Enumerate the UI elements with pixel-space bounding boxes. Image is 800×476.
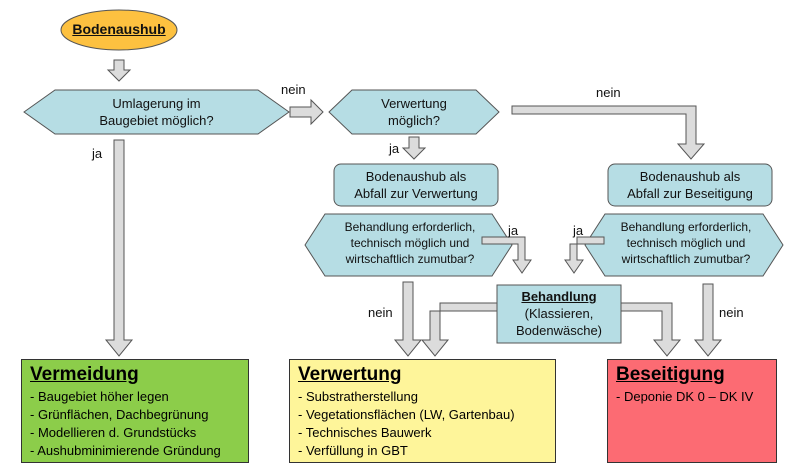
list-item: Substratherstellung: [298, 388, 547, 406]
label-nein-umlagerung: nein: [281, 82, 306, 97]
list-item: Technisches Bauwerk: [298, 424, 547, 442]
result-verwertung: Verwertung Substratherstellung Vegetatio…: [289, 359, 556, 463]
result-vermeidung: Vermeidung Baugebiet höher legen Grünflä…: [21, 359, 249, 463]
label-nein-behandlung-right: nein: [719, 305, 744, 320]
arrow-behandlung-to-beseitigung: [620, 302, 682, 357]
behandlung-line1: (Klassieren,: [524, 306, 594, 321]
decision-umlagerung: Umlagerung im Baugebiet möglich?: [55, 95, 258, 129]
list-item: Aushubminimierende Gründung: [30, 442, 240, 460]
process-beseitigung-shape: [607, 163, 773, 207]
decision-umlagerung-line1: Umlagerung im: [112, 96, 201, 111]
process-verwertung: Bodenaushub als Abfall zur Verwertung: [334, 168, 498, 202]
list-item: Modellieren d. Grundstücks: [30, 424, 240, 442]
arrow-umlagerung-to-verwertung: [289, 98, 324, 126]
decision-behandlung-right-line2: technisch möglich und: [626, 236, 746, 250]
decision-behandlung-left-line2: technisch möglich und: [350, 236, 470, 250]
process-beseitigung: Bodenaushub als Abfall zur Beseitigung: [608, 168, 772, 202]
label-ja-behandlung-left: ja: [508, 223, 519, 238]
list-item: Verfüllung in GBT: [298, 442, 547, 460]
label-ja-umlagerung: ja: [92, 146, 103, 161]
decision-verwertung-line2: möglich?: [387, 113, 441, 128]
process-verwertung-line1: Bodenaushub als: [365, 169, 467, 184]
decision-verwertung: Verwertung möglich?: [352, 95, 476, 129]
list-item: Grünflächen, Dachbegrünung: [30, 406, 240, 424]
decision-behandlung-left-line1: Behandlung erforderlich,: [344, 220, 476, 234]
decision-behandlung-right-line1: Behandlung erforderlich,: [620, 220, 752, 234]
behandlung-line2: Bodenwäsche): [516, 323, 602, 338]
start-label: Bodenaushub: [72, 21, 166, 37]
vermeidung-title: Vermeidung: [30, 364, 139, 385]
start-ellipse: [60, 9, 178, 51]
decision-umlagerung-line2: Baugebiet möglich?: [99, 113, 214, 128]
behandlung-title: Behandlung: [521, 289, 597, 304]
arrow-start-to-umlagerung: [106, 59, 132, 82]
arrow-behandlung-right-ja: [564, 236, 605, 274]
arrow-verwertung-to-abfall-verwertung: [401, 136, 427, 160]
list-item: Vegetationsflächen (LW, Gartenbau): [298, 406, 547, 424]
process-beseitigung-line1: Bodenaushub als: [639, 169, 741, 184]
decision-behandlung-right-shape: [584, 213, 784, 277]
verwertung-title: Verwertung: [298, 364, 402, 385]
decision-verwertung-line1: Verwertung: [381, 96, 447, 111]
arrow-umlagerung-to-vermeidung: [104, 139, 134, 357]
label-ja-verwertung: ja: [389, 141, 400, 156]
process-beseitigung-line2: Abfall zur Beseitigung: [627, 186, 753, 201]
result-beseitigung: Beseitigung Deponie DK 0 – DK IV: [607, 359, 777, 463]
verwertung-list: Substratherstellung Vegetationsflächen (…: [298, 388, 547, 460]
decision-verwertung-shape: [328, 89, 500, 135]
decision-behandlung-right-line3: wirtschaftlich zumutbar?: [621, 252, 751, 266]
process-verwertung-shape: [333, 163, 499, 207]
decision-umlagerung-shape: [23, 89, 290, 135]
process-verwertung-line2: Abfall zur Verwertung: [354, 186, 478, 201]
label-nein-behandlung-left: nein: [368, 305, 393, 320]
decision-behandlung-left: Behandlung erforderlich, technisch mögli…: [320, 219, 500, 267]
decision-behandlung-right: Behandlung erforderlich, technisch mögli…: [600, 219, 772, 267]
beseitigung-title: Beseitigung: [616, 364, 725, 385]
vermeidung-list: Baugebiet höher legen Grünflächen, Dachb…: [30, 388, 240, 460]
arrow-behandlung-to-verwertung: [420, 302, 498, 357]
list-item: Baugebiet höher legen: [30, 388, 240, 406]
arrow-behandlung-right-nein: [693, 283, 723, 357]
behandlung-box: Behandlung (Klassieren, Bodenwäsche): [497, 288, 621, 339]
arrow-behandlung-left-ja: [481, 236, 532, 274]
decision-behandlung-left-line3: wirtschaftlich zumutbar?: [345, 252, 475, 266]
arrow-verwertung-to-abfall-beseitigung: [511, 105, 706, 160]
behandlung-shape: [496, 284, 622, 344]
beseitigung-list: Deponie DK 0 – DK IV: [616, 388, 768, 406]
label-nein-verwertung: nein: [596, 85, 621, 100]
arrow-behandlung-left-nein: [393, 281, 423, 357]
label-ja-behandlung-right: ja: [573, 223, 584, 238]
list-item: Deponie DK 0 – DK IV: [616, 388, 768, 406]
decision-behandlung-left-shape: [304, 213, 513, 277]
